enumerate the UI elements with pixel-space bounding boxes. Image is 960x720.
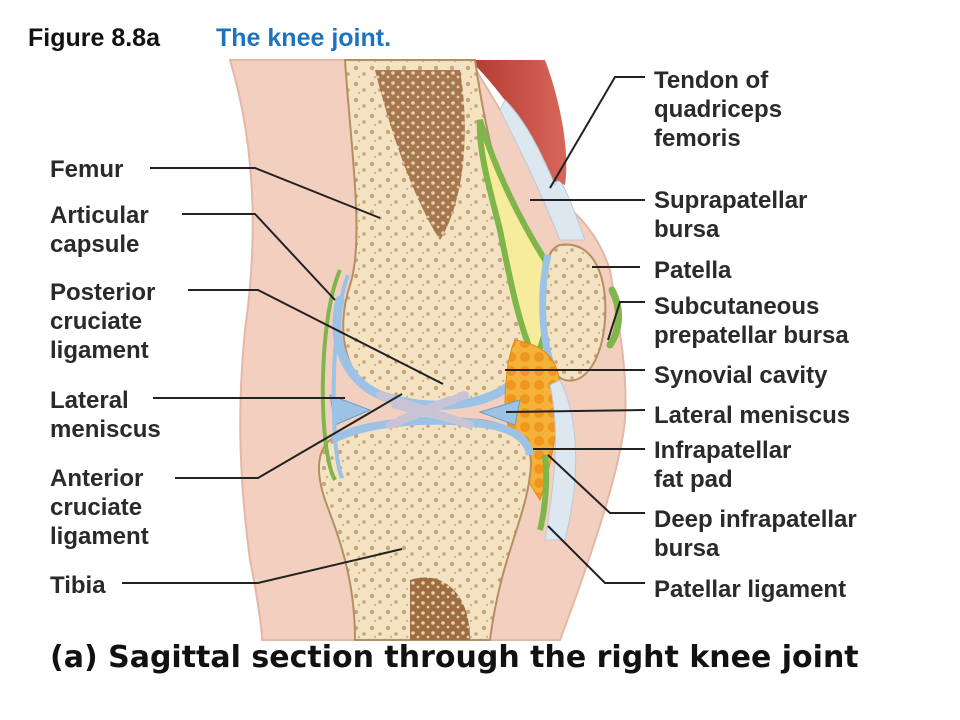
label-line: cruciate	[50, 494, 143, 521]
label-line: Suprapatellar	[654, 187, 808, 214]
label-synovial-cavity: Synovial cavity	[654, 361, 827, 390]
label-deep-infrapatellar-bursa: Deep infrapatellar bursa	[654, 505, 857, 563]
label-line: meniscus	[50, 416, 161, 443]
label-line: Posterior	[50, 279, 156, 306]
label-anterior-cruciate-ligament: Anterior cruciate ligament	[50, 464, 149, 551]
label-line: Synovial cavity	[654, 362, 828, 389]
label-line: Articular	[50, 202, 149, 229]
leader-lines	[122, 76, 646, 584]
label-line: bursa	[654, 216, 720, 243]
label-patellar-ligament: Patellar ligament	[654, 575, 846, 604]
label-line: prepatellar bursa	[654, 322, 849, 349]
label-line: ligament	[50, 523, 149, 550]
figure-number: Figure 8.8a	[28, 24, 160, 52]
label-tibia: Tibia	[50, 571, 106, 600]
prepatellar-bursa	[606, 286, 622, 349]
label-line: bursa	[654, 535, 720, 562]
label-line: Infrapatellar	[654, 437, 792, 464]
label-line: Femur	[50, 156, 124, 183]
label-lateral-meniscus-right: Lateral meniscus	[654, 401, 850, 430]
label-lateral-meniscus-left: Lateral meniscus	[50, 386, 161, 444]
cruciate-ligaments	[376, 391, 474, 429]
label-posterior-cruciate-ligament: Posterior cruciate ligament	[50, 278, 155, 365]
label-line: femoris	[654, 125, 741, 152]
figure-title: The knee joint.	[216, 24, 392, 52]
quadriceps-muscle	[470, 60, 567, 185]
figure-caption: (a) Sagittal section through the right k…	[50, 640, 859, 675]
label-line: quadriceps	[654, 96, 783, 123]
articular-capsule	[320, 269, 342, 481]
articular-capsule-inner	[331, 274, 350, 479]
label-tendon-of-quadriceps-femoris: Tendon of quadriceps femoris	[654, 66, 782, 153]
label-line: Patella	[654, 257, 732, 284]
label-line: Tendon of	[654, 67, 769, 94]
label-femur: Femur	[50, 155, 123, 184]
label-line: Patellar ligament	[654, 576, 847, 603]
tibia-marrow	[410, 577, 470, 640]
label-line: Lateral meniscus	[654, 402, 851, 429]
label-line: Anterior	[50, 465, 144, 492]
femur-marrow	[375, 70, 465, 240]
label-patella: Patella	[654, 256, 731, 285]
label-articular-capsule: Articular capsule	[50, 201, 149, 259]
label-line: Subcutaneous	[654, 293, 820, 320]
patellar-ligament	[544, 379, 577, 541]
label-line: Tibia	[50, 572, 106, 599]
label-line: Deep infrapatellar	[654, 506, 857, 533]
label-line: ligament	[50, 337, 149, 364]
label-infrapatellar-fat-pad: Infrapatellar fat pad	[654, 436, 791, 494]
label-line: capsule	[50, 231, 140, 258]
label-line: fat pad	[654, 466, 733, 493]
label-subcutaneous-prepatellar-bursa: Subcutaneous prepatellar bursa	[654, 292, 849, 350]
label-suprapatellar-bursa: Suprapatellar bursa	[654, 186, 807, 244]
label-line: cruciate	[50, 308, 143, 335]
label-line: Lateral	[50, 387, 129, 414]
deep-infrapatellar-bursa	[537, 454, 550, 531]
